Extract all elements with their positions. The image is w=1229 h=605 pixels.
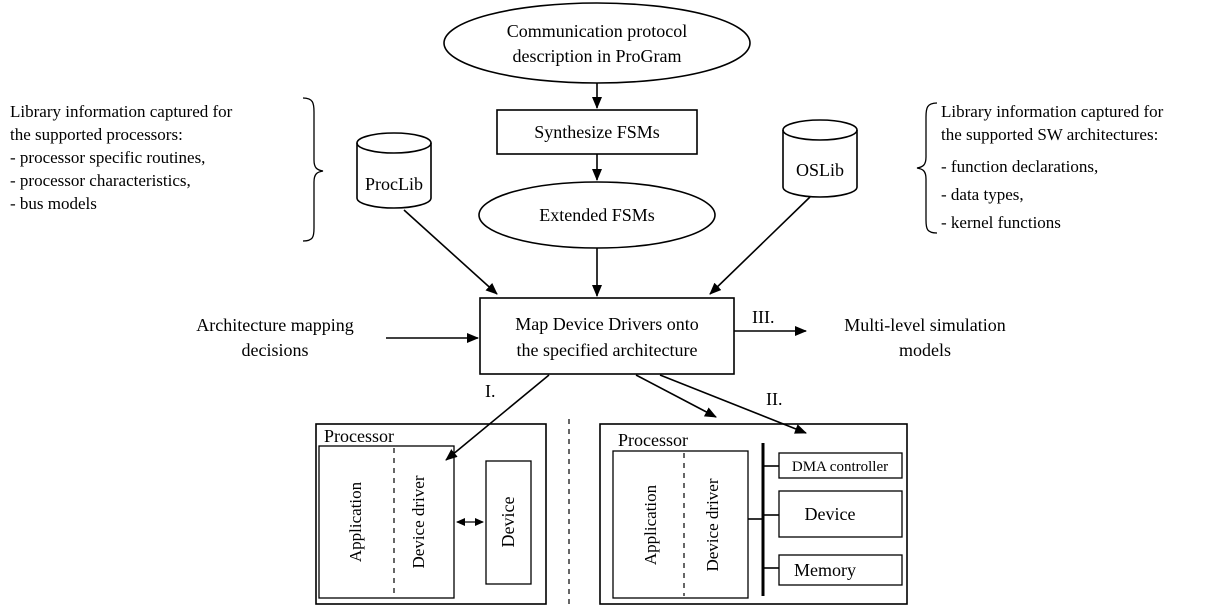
arrow-map-to-dma [659,374,807,434]
left-note-line-4: - processor characteristics, [10,171,191,190]
left-device-box [485,460,532,585]
protocol-line-2: description in ProGram [513,46,682,66]
memory-box [778,554,903,586]
left-application-label: Application [346,481,365,562]
left-device-label: Device [498,497,518,548]
right-device-label: Device [805,504,856,524]
arrow-map-to-left-driver [445,374,550,461]
dma-controller-box [778,452,903,479]
protocol-description-node: Communication protocol description in Pr… [443,2,751,84]
right-note-line-1: Library information captured for [941,102,1164,121]
oslib-label: OSLib [796,160,844,180]
memory-label: Memory [794,560,856,580]
arrow-map-to-right-processor [635,374,717,418]
left-note-line-1: Library information captured for [10,102,233,121]
right-processor-title: Processor [618,430,688,450]
synthesize-fsms-node: Synthesize FSMs [496,109,698,155]
left-brace [302,97,324,242]
left-note-line-5: - bus models [10,194,97,213]
right-application-label: Application [641,484,660,565]
multilevel-line-1: Multi-level simulation [844,315,1005,335]
processor-library-note: Library information captured for the sup… [10,97,324,242]
left-processor-title: Processor [324,426,394,446]
right-note-line-5: - kernel functions [941,213,1061,232]
left-processor: Processor Application Device driver Devi… [315,423,547,605]
map-line-1: Map Device Drivers onto [515,314,698,334]
extended-label: Extended FSMs [539,205,655,225]
proclib-database: ProcLib [356,132,432,209]
label-ii: II. [766,389,783,409]
right-note-line-4: - data types, [941,185,1024,204]
right-processor-box [599,423,908,605]
label-iii: III. [752,307,774,327]
right-device-box [778,490,903,538]
right-note-line-2: the supported SW architectures: [941,125,1158,144]
left-software-box [318,445,455,599]
arch-mapping-line-1: Architecture mapping [196,315,353,335]
map-box [479,297,735,375]
protocol-line-1: Communication protocol [507,21,687,41]
right-brace [916,102,938,234]
arrow-oslib-to-map [709,196,811,295]
left-device-driver-label: Device driver [409,475,428,568]
arch-mapping-line-2: decisions [242,340,309,360]
right-processor: Processor Application Device driver DMA … [599,423,908,605]
right-software-box [612,450,749,599]
label-i: I. [485,381,496,401]
oslib-database: OSLib [782,119,858,198]
right-note-line-3: - function declarations, [941,157,1098,176]
left-note-line-2: the supported processors: [10,125,183,144]
proclib-label: ProcLib [365,174,423,194]
left-note-line-3: - processor specific routines, [10,148,205,167]
architecture-mapping-input: Architecture mapping decisions [196,315,353,360]
synthesize-label: Synthesize FSMs [534,122,660,142]
multilevel-simulation-output: Multi-level simulation models [844,315,1005,360]
right-device-driver-label: Device driver [703,478,722,571]
multilevel-line-2: models [899,340,951,360]
left-processor-box [315,423,547,605]
map-line-2: the specified architecture [517,340,698,360]
extended-fsms-node: Extended FSMs [478,181,716,249]
arrow-proclib-to-map [403,209,498,295]
map-device-drivers-node: Map Device Drivers onto the specified ar… [479,297,735,375]
dma-controller-label: DMA controller [792,459,888,475]
sw-architecture-library-note: Library information captured for the sup… [916,102,1164,234]
